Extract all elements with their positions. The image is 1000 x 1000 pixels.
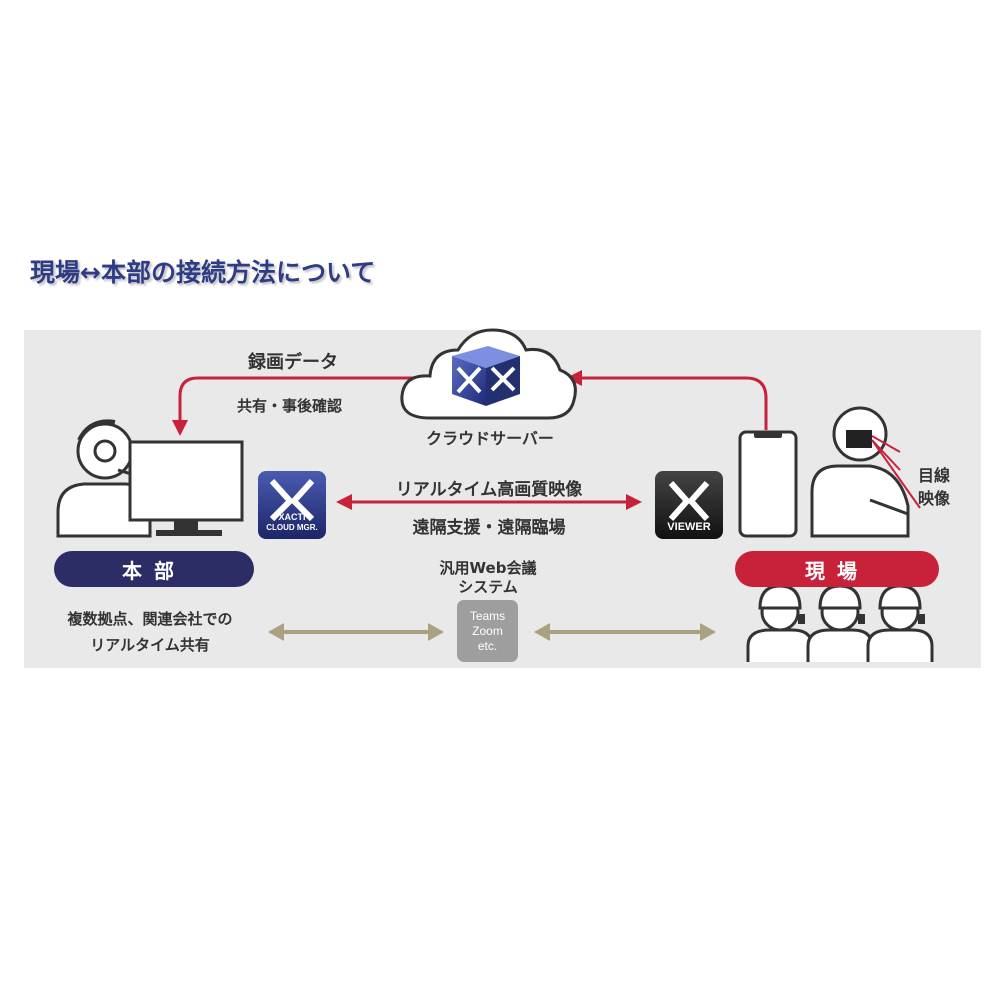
recording-share-label: 共有・事後確認 (237, 397, 343, 415)
hq-note-line2: リアルタイム共有 (90, 636, 210, 654)
viewer-name: VIEWER (667, 521, 711, 533)
web-meeting-left-arrow (268, 623, 444, 641)
realtime-video-label: リアルタイム高画質映像 (395, 480, 583, 500)
cloud-manager-app-icon: XACTI CLOUD MGR. (258, 471, 326, 539)
x-logo-icon (668, 481, 710, 521)
site-worker-icon (810, 406, 921, 538)
x-logo-icon (269, 478, 315, 522)
eye-line-label: 目線 (918, 466, 951, 485)
hq-badge: 本部 (54, 551, 254, 587)
cloud-mgr-brand: XACTI (278, 512, 306, 522)
etc-label: etc. (477, 638, 498, 653)
site-badge: 現場 (735, 551, 939, 587)
zoom-label: Zoom (472, 623, 503, 638)
web-meeting-tools-box: Teams Zoom etc. (457, 600, 518, 662)
web-meeting-label: 汎用Web会議 (439, 559, 537, 577)
teams-label: Teams (469, 608, 506, 623)
cloud-server-label: クラウドサーバー (426, 429, 554, 448)
page-title: 現場↔本部の接続方法について (30, 258, 376, 287)
eye-video-label: 映像 (918, 489, 951, 508)
remote-support-label: 遠隔支援・遠隔臨場 (412, 518, 566, 538)
web-meeting-system-label: システム (458, 578, 518, 596)
cloud-mgr-name: CLOUD MGR. (266, 523, 318, 532)
viewer-app-icon: VIEWER (655, 471, 723, 539)
field-workers-icon (746, 584, 934, 662)
smartphone-icon (738, 430, 798, 538)
recording-arrow (172, 376, 418, 436)
monitor-icon (128, 440, 244, 536)
realtime-arrow (336, 494, 642, 510)
recording-data-label: 録画データ (248, 352, 338, 373)
cloud-cube-icon (452, 346, 520, 406)
web-meeting-right-arrow (534, 623, 716, 641)
hq-note-line1: 複数拠点、関連会社での (67, 610, 233, 628)
upload-arrow (566, 370, 768, 430)
